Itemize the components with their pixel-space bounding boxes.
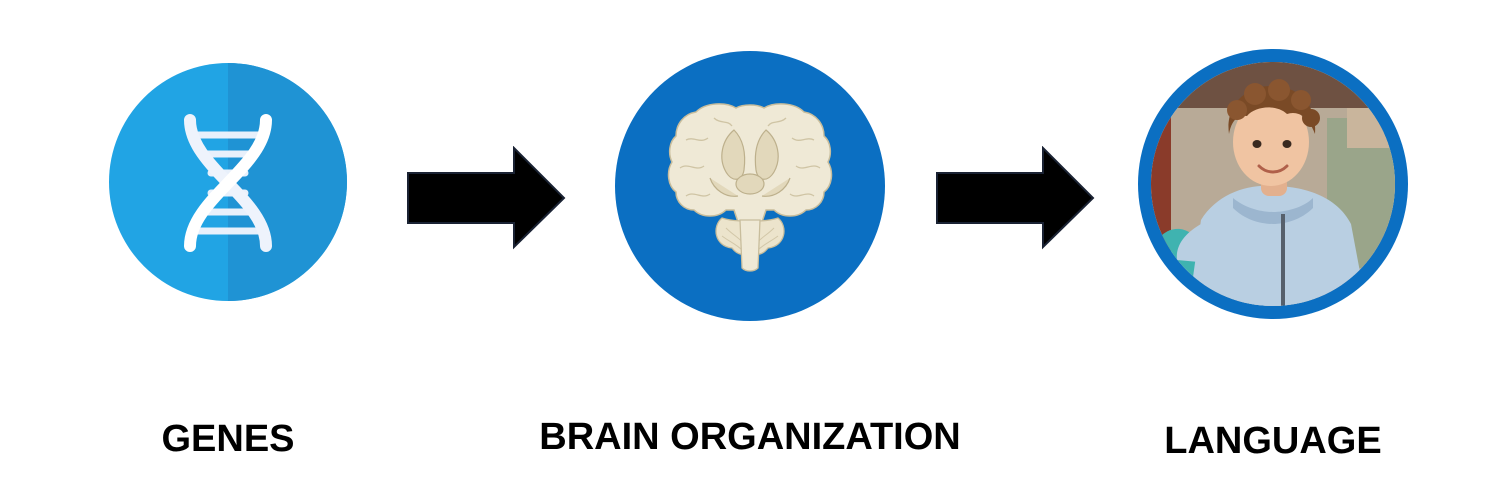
step-label-language: LANGUAGE <box>1164 420 1382 462</box>
arrow-brain-to-language <box>936 145 1096 250</box>
language-node <box>1137 48 1409 320</box>
brain-node <box>614 50 886 322</box>
arrow-genes-to-brain <box>407 145 567 250</box>
genes-node <box>108 62 348 302</box>
step-label-brain-organization: BRAIN ORGANIZATION <box>539 416 961 458</box>
step-label-genes: GENES <box>161 418 295 460</box>
right-arrow-icon <box>936 145 1095 250</box>
right-arrow-icon <box>407 145 566 250</box>
child-photo <box>1138 49 1408 319</box>
brain-section-icon <box>615 51 885 321</box>
dna-icon <box>109 63 347 301</box>
